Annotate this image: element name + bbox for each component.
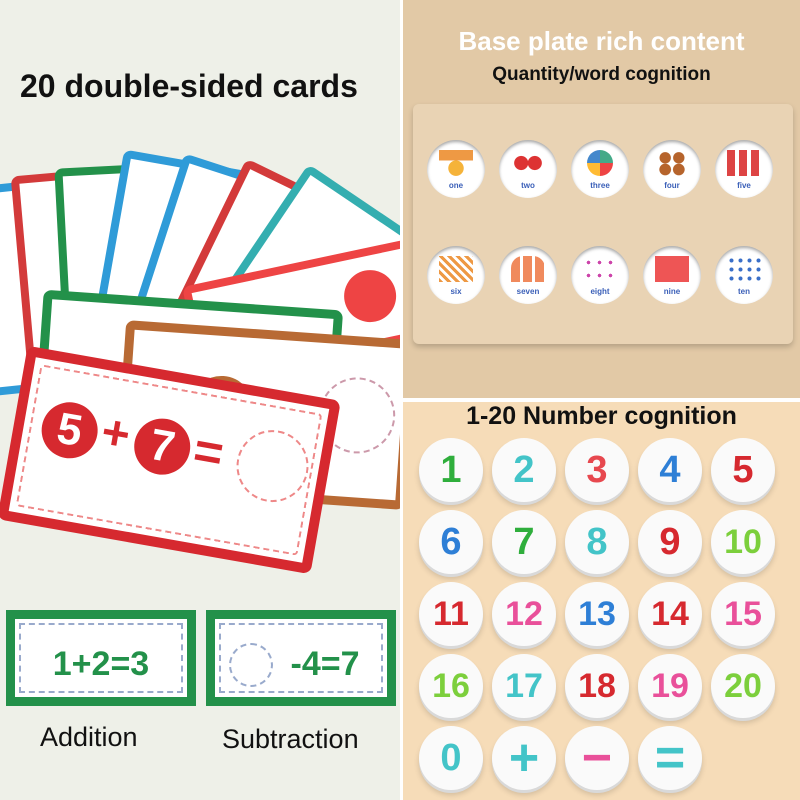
mitten-icon xyxy=(511,150,545,176)
word-five: five xyxy=(737,181,751,190)
bear-icon xyxy=(655,150,689,176)
number-token: 5 xyxy=(711,438,775,502)
word-four: four xyxy=(664,181,680,190)
number-token: 0 xyxy=(419,726,483,790)
number-token: 1 xyxy=(419,438,483,502)
number-token: 3 xyxy=(565,438,629,502)
number-token: − xyxy=(565,726,629,790)
hole-eight: eight xyxy=(571,246,629,304)
cards-title: 20 double-sided cards xyxy=(20,68,358,104)
hole-seven: seven xyxy=(499,246,557,304)
number-token: 17 xyxy=(492,654,556,718)
camera-icon xyxy=(727,150,761,176)
subtraction-caption: Subtraction xyxy=(222,724,359,754)
word-seven: seven xyxy=(516,287,540,296)
number-token: 7 xyxy=(492,510,556,574)
subtraction-strip: -4=7 xyxy=(206,610,396,706)
number-token: 4 xyxy=(638,438,702,502)
number-token: 8 xyxy=(565,510,629,574)
dashed-border xyxy=(19,623,183,693)
word-three: three xyxy=(590,181,610,190)
base-plate: one two three four five six seven eight … xyxy=(413,104,793,344)
word-two: two xyxy=(521,181,535,190)
hole-three: three xyxy=(571,140,629,198)
plate-subtitle: Quantity/word cognition xyxy=(492,64,711,85)
pinwheel-icon xyxy=(587,150,613,176)
word-ten: ten xyxy=(738,287,750,296)
cup-icon xyxy=(655,256,689,282)
word-one: one xyxy=(448,181,464,190)
subtraction-equation: -4=7 xyxy=(290,645,360,683)
number-token: 10 xyxy=(711,510,775,574)
word-nine: nine xyxy=(663,287,681,296)
number-token: 11 xyxy=(419,582,483,646)
number-token: 20 xyxy=(711,654,775,718)
word-eight: eight xyxy=(590,287,610,296)
hole-nine: nine xyxy=(643,246,701,304)
hole-one: one xyxy=(427,140,485,198)
number-token: 6 xyxy=(419,510,483,574)
balloon-icon xyxy=(727,256,761,282)
number-token: 14 xyxy=(638,582,702,646)
addition-caption: Addition xyxy=(40,722,138,752)
dashed-border xyxy=(219,623,383,693)
number-title: 1-20 Number cognition xyxy=(466,402,737,430)
scissors-icon xyxy=(583,256,617,282)
hole-two: two xyxy=(499,140,557,198)
number-token: + xyxy=(492,726,556,790)
addition-equation: 1+2=3 xyxy=(52,645,150,683)
umbrella-icon xyxy=(511,256,545,282)
plate-title: Base plate rich content xyxy=(458,26,745,56)
number-token: 2 xyxy=(492,438,556,502)
addition-strip: 1+2=3 xyxy=(6,610,196,706)
hole-six: six xyxy=(427,246,485,304)
number-token: 19 xyxy=(638,654,702,718)
hole-five: five xyxy=(715,140,773,198)
base-plate-panel: Base plate rich content Quantity/word co… xyxy=(403,0,800,398)
word-six: six xyxy=(450,287,462,296)
pencil-icon xyxy=(439,256,473,282)
number-token: 18 xyxy=(565,654,629,718)
number-token: 16 xyxy=(419,654,483,718)
number-token: 13 xyxy=(565,582,629,646)
hole-ten: ten xyxy=(715,246,773,304)
number-token: 12 xyxy=(492,582,556,646)
number-circle xyxy=(339,265,400,327)
blank-circle xyxy=(229,643,273,687)
hole-four: four xyxy=(643,140,701,198)
umbrella-icon xyxy=(439,150,473,176)
number-token: 9 xyxy=(638,510,702,574)
cards-panel: 20 double-sided cards 9 = 5 + 7 = 1 xyxy=(0,0,400,800)
number-token: = xyxy=(638,726,702,790)
number-token: 15 xyxy=(711,582,775,646)
